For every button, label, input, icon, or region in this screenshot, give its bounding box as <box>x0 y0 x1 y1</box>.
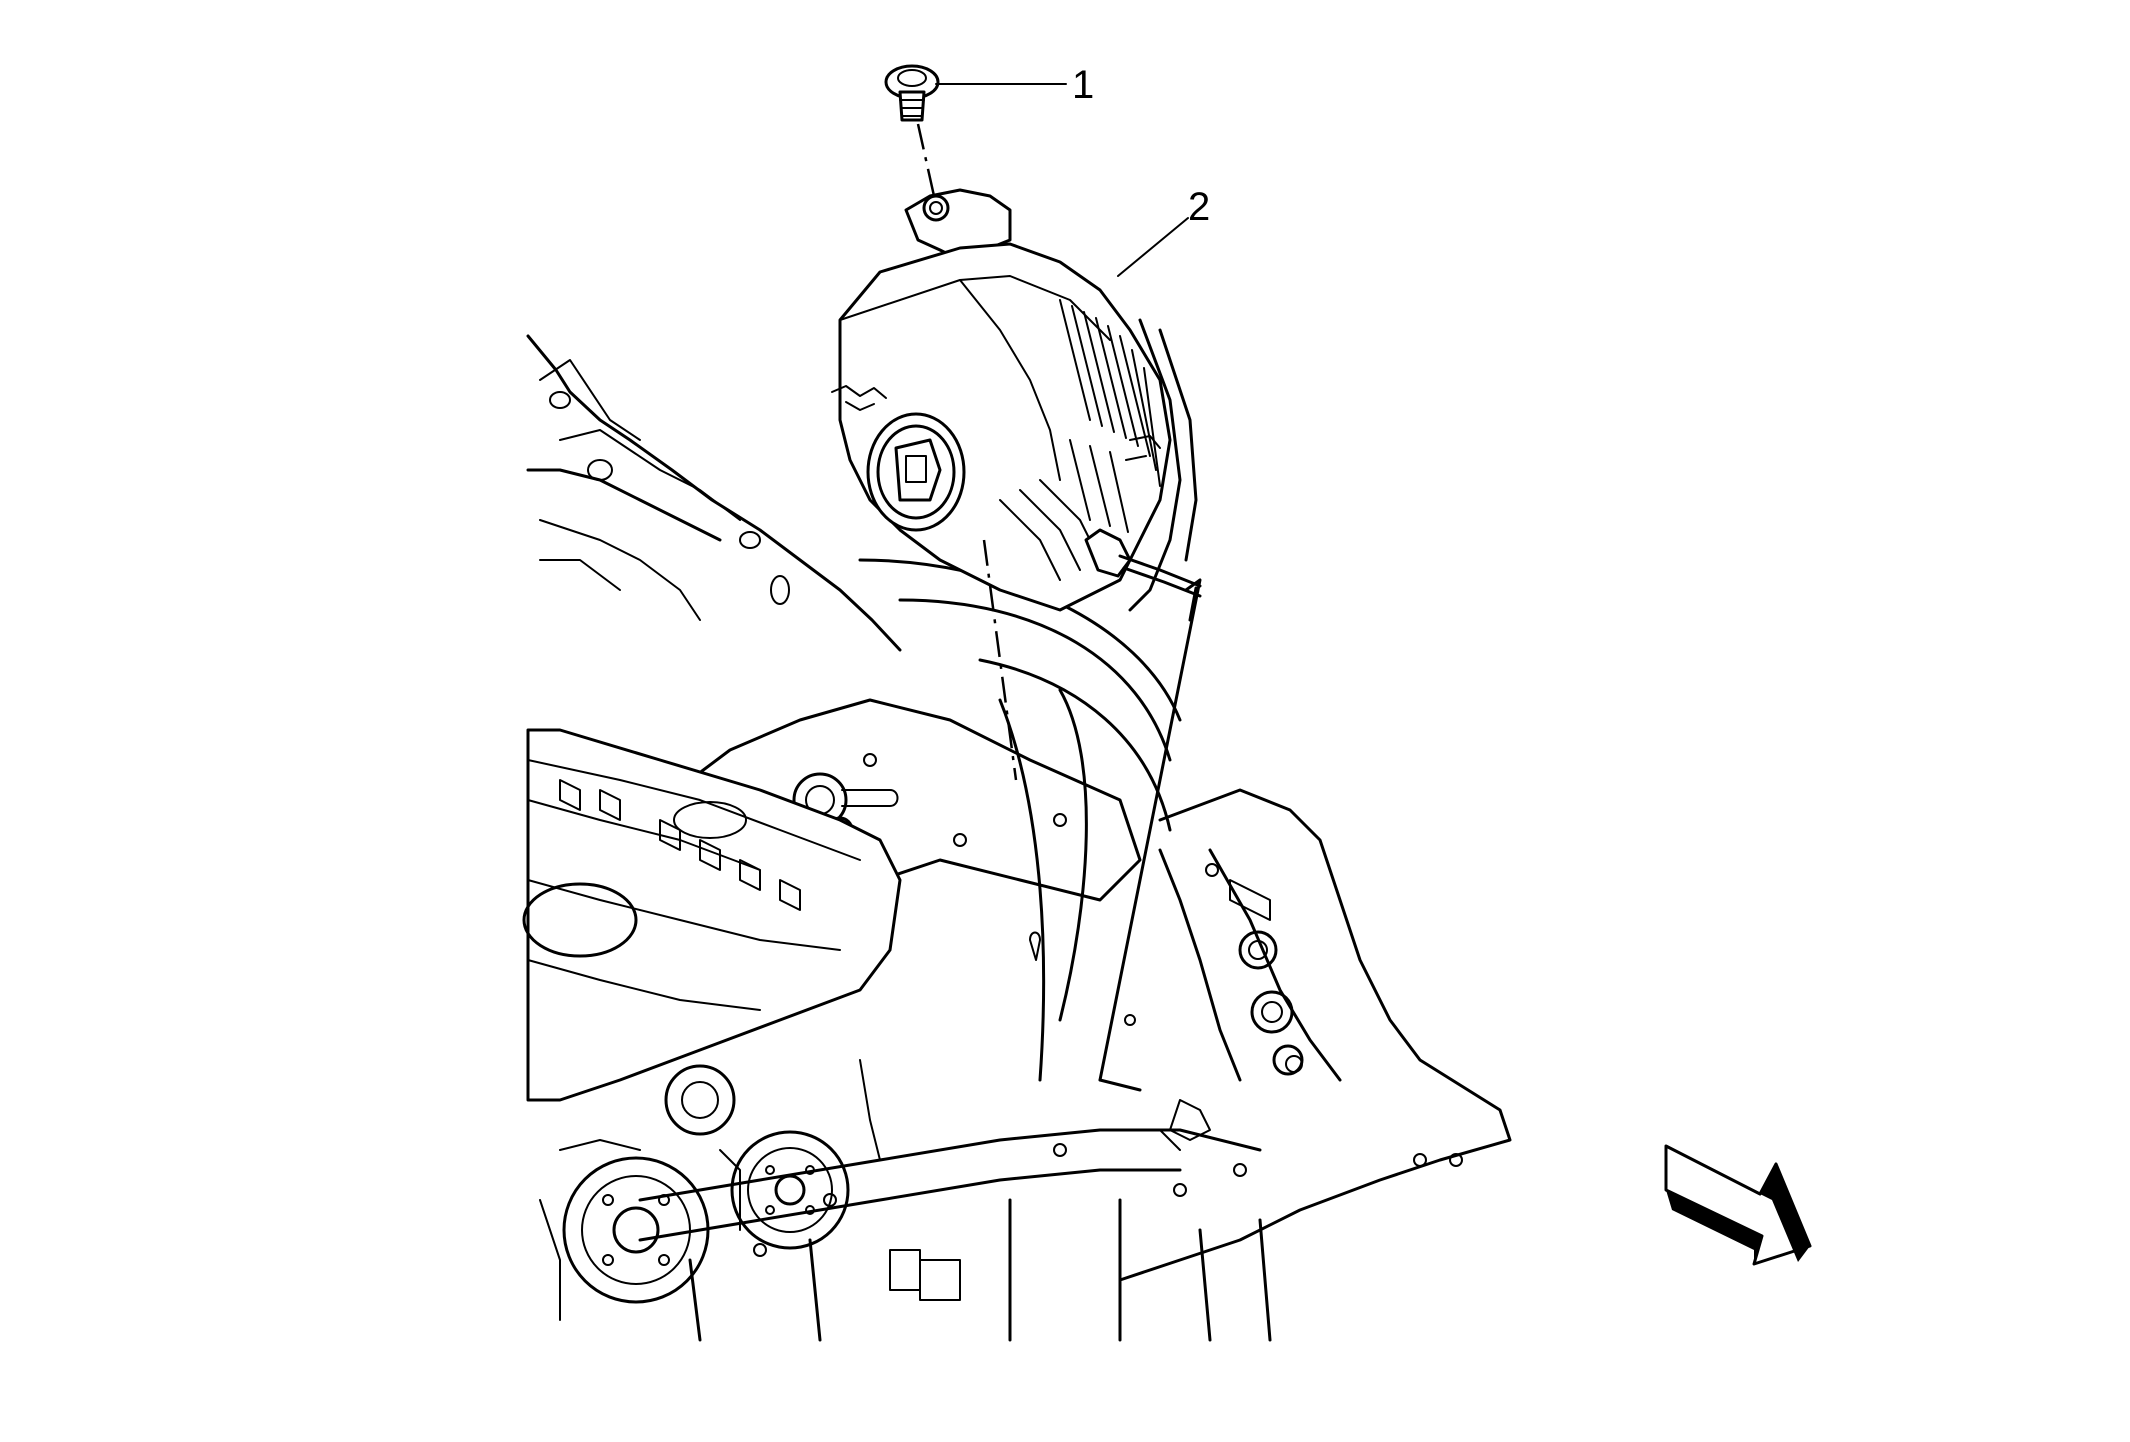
engine-compartment <box>522 334 1512 1342</box>
electronic-module <box>831 188 1202 612</box>
fastener-bolt <box>884 64 940 122</box>
view-direction-arrow-icon <box>1664 1144 1812 1266</box>
installation-guide-lines <box>916 123 1202 1092</box>
callout-label-1: 1 <box>1072 63 1094 107</box>
callout-1: 1 <box>935 63 1094 107</box>
callout-2: 2 <box>1117 185 1210 277</box>
callout-label-2: 2 <box>1188 185 1210 229</box>
